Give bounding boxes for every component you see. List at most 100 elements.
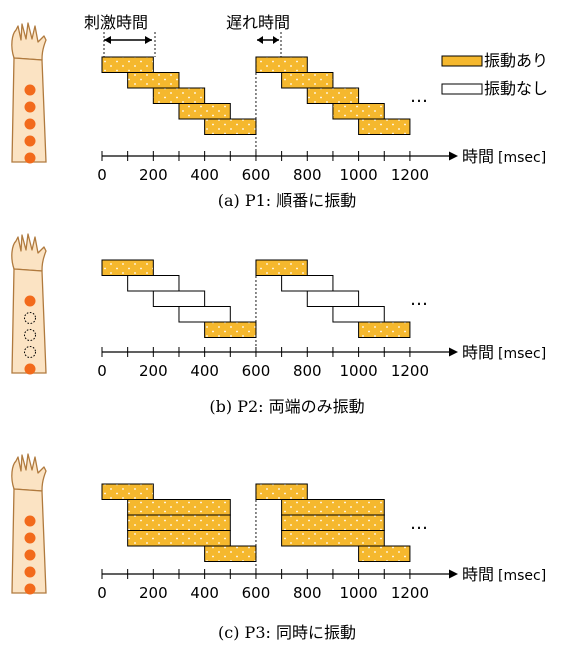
bar-texture [128, 515, 230, 530]
axis-unit: [msec] [498, 568, 546, 584]
axis-tick-label: 600 [242, 166, 271, 184]
bar-texture [359, 119, 410, 134]
stimulus-time-label: 刺激時間 [84, 13, 148, 32]
axis-tick-label: 600 [242, 362, 271, 380]
bar-texture [179, 104, 230, 119]
bar-texture [205, 322, 256, 337]
motor-on-icon [24, 363, 36, 375]
bar-texture [102, 57, 153, 72]
panel-2: … 0 200 400 600 800 1000 1200 時間[msec] (b) P2: 両端… [11, 233, 546, 416]
axis-tick-label: 1000 [340, 166, 378, 184]
bar-texture [128, 500, 230, 515]
vibration-off-bar [127, 275, 180, 292]
axis-title: 時間 [462, 343, 494, 362]
axis-tick-label: 200 [139, 166, 168, 184]
axis-tick-label: 1000 [340, 584, 378, 602]
bar-texture [282, 73, 333, 88]
axis-tick-label: 200 [139, 584, 168, 602]
motor-on-icon [24, 118, 36, 130]
axis-tick-label: 1200 [391, 166, 429, 184]
axis-tick-label: 600 [242, 584, 271, 602]
time-axis: 0 200 400 600 800 1000 1200 時間[msec] [97, 565, 546, 602]
motor-off-icon [24, 346, 36, 358]
continuation-ellipsis: … [410, 86, 428, 107]
bar-texture [359, 322, 410, 337]
axis-tick-label: 800 [293, 166, 322, 184]
motor-on-icon [24, 295, 36, 307]
panel-caption: (c) P3: 同時に振動 [218, 623, 356, 642]
bar-texture [307, 88, 359, 103]
bar-texture [205, 546, 256, 561]
motor-off-icon [24, 312, 36, 324]
axis-tick-label: 0 [97, 362, 107, 380]
motor-on-icon [24, 549, 36, 561]
axis-unit: [msec] [498, 346, 546, 362]
axis-tick-label: 0 [97, 584, 107, 602]
panel-3: … 0 200 400 600 800 1000 1200 時間[msec] (c) P3: 同時… [11, 453, 546, 642]
hand-icon [11, 453, 47, 492]
panel-caption: (a) P1: 順番に振動 [218, 191, 357, 210]
bar-texture [282, 515, 384, 530]
motor-on-icon [24, 152, 36, 164]
bar-texture [256, 260, 307, 275]
bar-texture [153, 88, 205, 103]
legend-off-swatch [441, 83, 483, 95]
motor-on-icon [24, 583, 36, 595]
continuation-ellipsis: … [410, 513, 428, 534]
vibration-off-bar [306, 290, 360, 307]
axis-tick-label: 800 [293, 584, 322, 602]
bar-texture [128, 531, 230, 546]
vibration-off-bar [178, 306, 231, 323]
delay-time-arrow [257, 32, 282, 57]
legend: 振動あり 振動なし [441, 51, 548, 98]
motor-on-icon [24, 566, 36, 578]
axis-tick-label: 0 [97, 166, 107, 184]
axis-tick-label: 1000 [340, 362, 378, 380]
legend-on-label: 振動あり [484, 51, 548, 70]
axis-arrowhead [449, 347, 458, 357]
axis-tick-label: 400 [190, 362, 219, 380]
motor-on-icon [24, 84, 36, 96]
legend-off-label: 振動なし [484, 79, 548, 98]
vibration-off-bar [281, 275, 334, 292]
hand-icon [11, 233, 47, 272]
arm-illustration [11, 22, 47, 164]
bar-texture [282, 500, 384, 515]
panel-caption: (b) P2: 両端のみ振動 [209, 397, 364, 416]
hand-icon [11, 22, 47, 61]
bar-texture [102, 484, 153, 499]
motor-on-icon [24, 532, 36, 544]
motor-on-icon [24, 515, 36, 527]
time-axis: 0 200 400 600 800 1000 1200 時間[msec] [97, 343, 546, 380]
axis-tick-label: 1200 [391, 584, 429, 602]
axis-arrowhead [449, 569, 458, 579]
bar-texture [333, 104, 384, 119]
bar-texture [256, 484, 307, 499]
bar-texture [128, 73, 179, 88]
bar-texture [205, 119, 256, 134]
motor-on-icon [24, 135, 36, 147]
axis-tick-label: 1200 [391, 362, 429, 380]
axis-arrowhead [449, 151, 458, 161]
axis-tick-label: 400 [190, 584, 219, 602]
vibration-off-bar [332, 306, 385, 323]
axis-unit: [msec] [498, 150, 546, 166]
bar-texture [359, 546, 410, 561]
axis-tick-label: 400 [190, 166, 219, 184]
forearm-shape [11, 268, 47, 374]
axis-tick-label: 800 [293, 362, 322, 380]
arm-illustration [11, 233, 47, 375]
panel-1: … 0 200 400 600 800 1000 1200 時間[msec] (a) P1: 順番… [11, 22, 546, 210]
axis-tick-label: 200 [139, 362, 168, 380]
axis-title: 時間 [462, 565, 494, 584]
time-axis: 0 200 400 600 800 1000 1200 時間[msec] [97, 147, 546, 184]
delay-time-label: 遅れ時間 [226, 13, 290, 32]
arm-illustration [11, 453, 47, 595]
axis-title: 時間 [462, 147, 494, 166]
continuation-ellipsis: … [410, 289, 428, 310]
stimulus-time-arrow [103, 32, 156, 57]
legend-on-swatch [441, 55, 483, 67]
bar-texture [282, 531, 384, 546]
